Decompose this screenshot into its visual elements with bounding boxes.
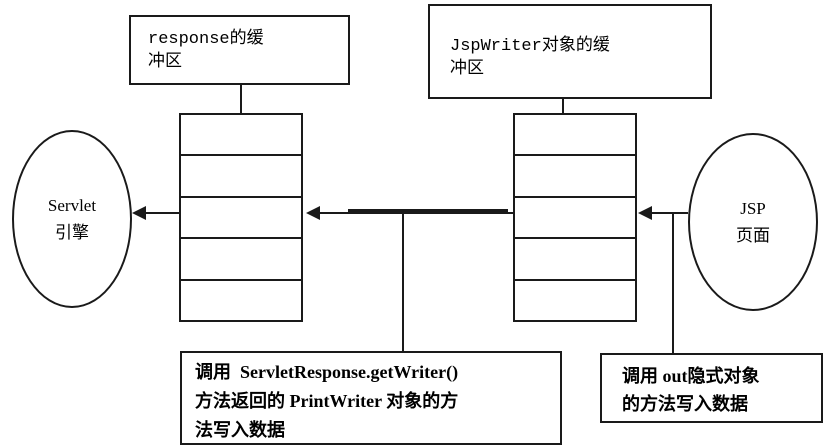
buffer-cell	[181, 198, 301, 240]
connector-jspwriter-to-stack	[562, 98, 564, 115]
buffer-cell	[515, 239, 635, 281]
buffer-cell	[515, 198, 635, 240]
getwriter-note-box: 调用 ServletResponse.getWriter() 方法返回的 Pri…	[180, 351, 562, 445]
connector-out-note	[672, 213, 674, 353]
jspwriter-buffer-box: JspWriter对象的缓 冲区	[428, 4, 712, 99]
response-buffer-box: response的缓 冲区	[129, 15, 350, 85]
buffer-cell	[515, 156, 635, 198]
jsp-page-ellipse: JSP 页面	[688, 133, 818, 311]
arrow-thick-leader-left	[319, 212, 348, 214]
buffer-cell	[181, 239, 301, 281]
connector-getwriter-note	[402, 214, 404, 351]
arrow-stack-to-servlet-line	[145, 212, 179, 214]
arrowhead-to-response-stack-icon	[306, 206, 320, 220]
buffer-cell	[515, 115, 635, 157]
connector-response-to-stack	[240, 85, 242, 114]
arrowhead-to-jspwriter-stack-icon	[638, 206, 652, 220]
buffer-cell	[515, 281, 635, 320]
arrow-thick-leader-right	[508, 212, 515, 214]
arrowhead-to-servlet-icon	[132, 206, 146, 220]
response-buffer-stack	[179, 113, 303, 322]
out-note-box: 调用 out隐式对象 的方法写入数据	[600, 353, 823, 423]
jspwriter-buffer-stack	[513, 113, 637, 322]
arrow-jspwriter-to-response-thick-line	[348, 209, 508, 214]
buffer-cell	[181, 156, 301, 198]
servlet-engine-ellipse: Servlet 引擎	[12, 130, 132, 308]
arrow-jsp-to-stack-line	[651, 212, 688, 214]
buffer-cell	[181, 281, 301, 320]
buffer-cell	[181, 115, 301, 157]
